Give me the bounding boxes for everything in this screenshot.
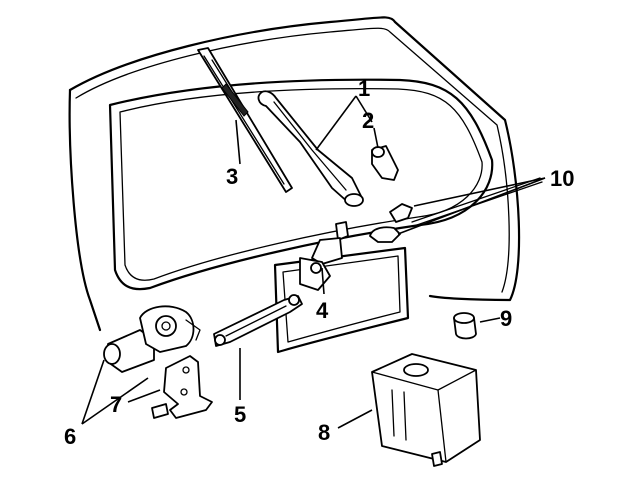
arm-cap (371, 145, 399, 181)
callout-3: 3 (226, 164, 238, 189)
callout-2: 2 (362, 108, 374, 133)
callout-7: 7 (110, 392, 122, 417)
callout-5: 5 (234, 402, 246, 427)
callout-4: 4 (316, 298, 329, 323)
callout-9: 9 (500, 306, 512, 331)
pivot-assembly (299, 221, 349, 291)
callout-1: 1 (358, 76, 370, 101)
callout-10: 10 (550, 166, 574, 191)
liftgate-panel (68, 16, 521, 354)
wiper-blade (197, 47, 293, 193)
linkage-arm (213, 294, 303, 347)
wiper-motor (103, 305, 201, 373)
callout-6: 6 (64, 424, 76, 449)
washer-pump (453, 312, 477, 340)
motor-bracket (151, 355, 213, 419)
callout-8: 8 (318, 420, 330, 445)
leader-lines (81, 95, 546, 429)
washer-reservoir (371, 353, 481, 467)
washer-nozzle (369, 177, 543, 243)
wiper-arm (257, 90, 364, 207)
